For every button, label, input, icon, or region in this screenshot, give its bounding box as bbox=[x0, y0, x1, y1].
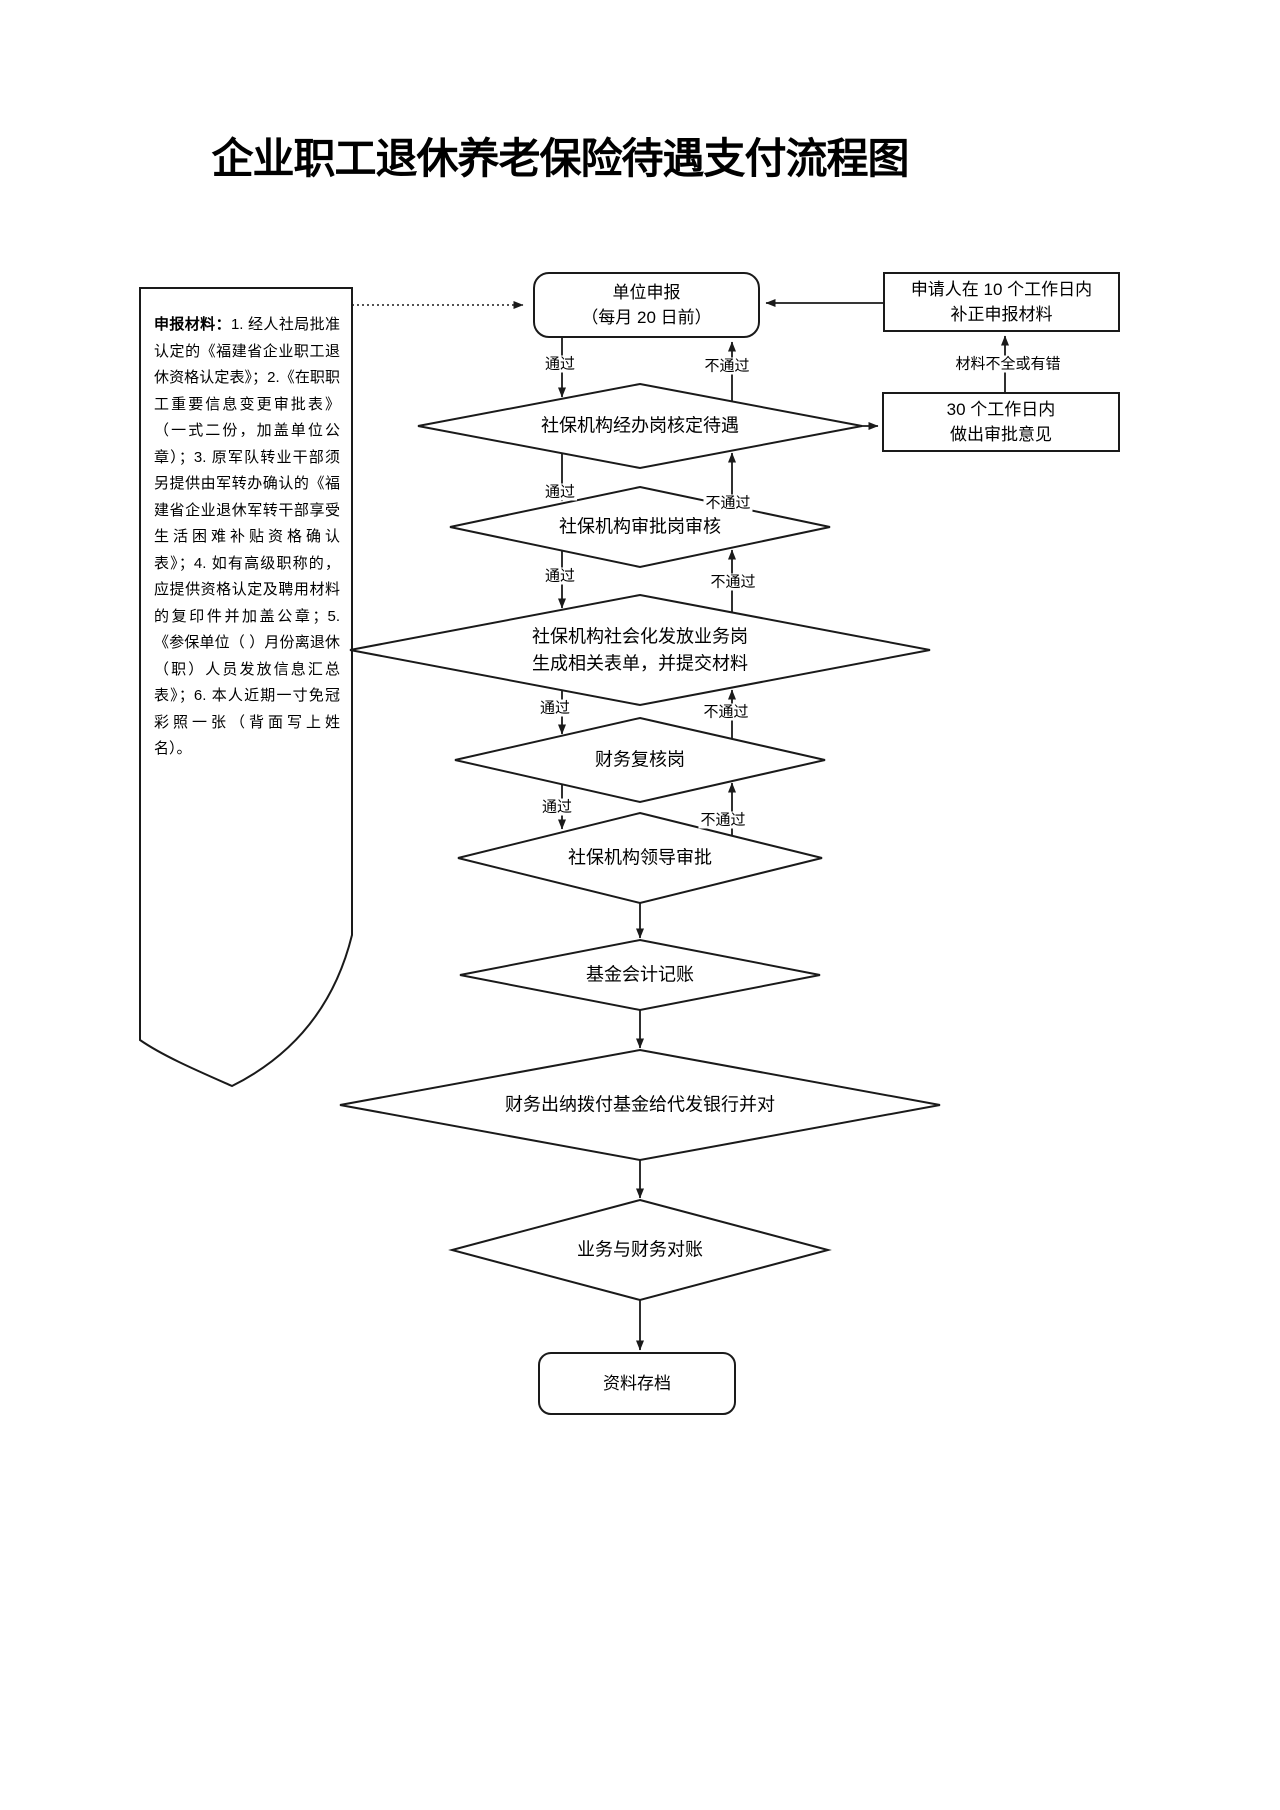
archive-box: 资料存档 bbox=[538, 1352, 736, 1415]
review30-line2: 做出审批意见 bbox=[950, 425, 1052, 444]
decision-social-issue-label1: 社保机构社会化发放业务岗 bbox=[532, 626, 748, 647]
materials-document-shape bbox=[139, 287, 353, 1088]
decision-benefit-check-label: 社保机构经办岗核定待遇 bbox=[541, 415, 739, 436]
pass-label-4: 通过 bbox=[537, 699, 573, 717]
materials-note-label: 申报材料： bbox=[154, 316, 231, 333]
archive-label: 资料存档 bbox=[603, 1374, 671, 1393]
decision-approval-post-label: 社保机构审批岗审核 bbox=[559, 516, 721, 537]
decision-leader-approve-label: 社保机构领导审批 bbox=[568, 847, 712, 868]
pass-label-3: 通过 bbox=[542, 567, 578, 585]
fail-label-2: 不通过 bbox=[703, 494, 753, 512]
pass-label-2: 通过 bbox=[542, 483, 578, 501]
materials-note-body: 1. 经人社局批准认定的《福建省企业职工退休资格认定表》；2.《在职职工重要信息… bbox=[154, 316, 340, 757]
decision-social-issue bbox=[349, 593, 931, 707]
decision-reconciliation-label: 业务与财务对账 bbox=[577, 1239, 703, 1260]
applicant-box: 申请人在 10 个工作日内 补正申报材料 bbox=[883, 272, 1120, 332]
declare-box: 单位申报 （每月 20 日前） bbox=[533, 272, 760, 338]
review30-line1: 30 个工作日内 bbox=[946, 400, 1056, 419]
fail-label-3: 不通过 bbox=[708, 573, 758, 591]
pass-label-5: 通过 bbox=[539, 798, 575, 816]
incomplete-label: 材料不全或有错 bbox=[953, 355, 1063, 373]
fail-label-4: 不通过 bbox=[701, 703, 751, 721]
decision-benefit-check bbox=[417, 382, 863, 470]
review30-box: 30 个工作日内 做出审批意见 bbox=[882, 392, 1120, 452]
materials-note: 申报材料：1. 经人社局批准认定的《福建省企业职工退休资格认定表》；2.《在职职… bbox=[154, 312, 340, 763]
declare-line2: （每月 20 日前） bbox=[581, 308, 712, 327]
decision-finance-recheck-label: 财务复核岗 bbox=[595, 749, 685, 770]
decision-fund-accounting-label: 基金会计记账 bbox=[586, 964, 694, 985]
applicant-line2: 补正申报材料 bbox=[950, 305, 1053, 324]
decision-social-issue-label2: 生成相关表单，并提交材料 bbox=[532, 653, 748, 674]
decision-cashier-pay-label: 财务出纳拨付基金给代发银行并对 bbox=[505, 1094, 775, 1115]
fail-label-5: 不通过 bbox=[698, 811, 748, 829]
page-title: 企业职工退休养老保险待遇支付流程图 bbox=[211, 137, 909, 183]
pass-label-1: 通过 bbox=[542, 355, 578, 373]
applicant-line1: 申请人在 10 个工作日内 bbox=[910, 280, 1093, 299]
fail-label-1: 不通过 bbox=[702, 357, 752, 375]
declare-line1: 单位申报 bbox=[612, 283, 681, 302]
